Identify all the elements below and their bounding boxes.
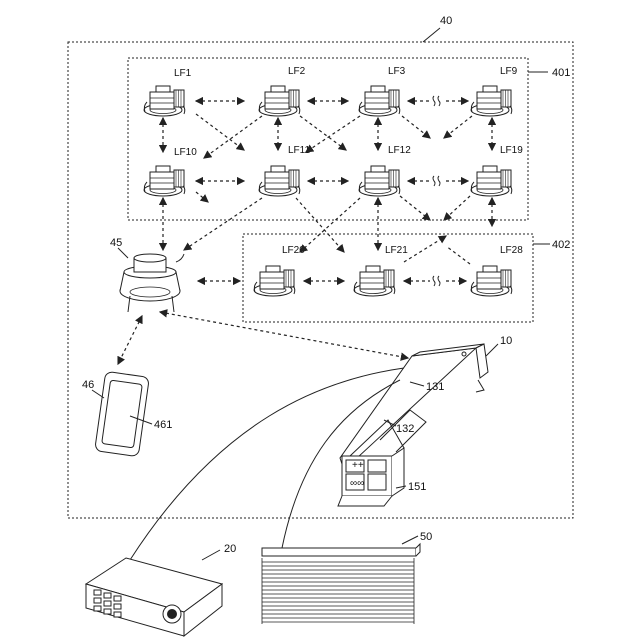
light-label: LF21 <box>385 245 408 256</box>
link-arrow <box>402 116 430 138</box>
light-fixture-lf28: LF28 <box>471 245 523 296</box>
light-label: LF19 <box>500 145 523 156</box>
light-label: LF1 <box>174 68 192 79</box>
projector-label: 20 <box>224 543 236 555</box>
light-fixture-lf11: LF11 <box>259 145 310 196</box>
terminal-connector: ∞∞ <box>350 478 364 489</box>
link-arrow <box>160 312 408 358</box>
light-label: LF2 <box>288 66 306 77</box>
system-label: 40 <box>440 15 452 27</box>
light-fixture-lf12: LF12 <box>359 145 411 196</box>
blind-label: 50 <box>420 531 432 543</box>
phone-screen-label: 461 <box>154 419 172 431</box>
link-arrow <box>196 114 244 150</box>
link-arrow <box>404 236 446 262</box>
link-arrow <box>306 116 360 152</box>
mobile-phone <box>95 371 150 456</box>
link-arrow <box>184 198 262 250</box>
light-fixture-lf2: LF2 <box>259 66 306 116</box>
group-401-boundary <box>128 58 528 220</box>
light-fixture-lf20: LF20 <box>254 245 305 296</box>
break-mark <box>433 176 440 186</box>
light-fixture-lf19: LF19 <box>471 145 523 196</box>
light-fixture-lf1: LF1 <box>144 68 192 116</box>
link-arrow <box>444 196 470 220</box>
light-fixture-lf9: LF9 <box>471 66 518 116</box>
link-arrow <box>118 316 142 364</box>
light-fixture-lf10: LF10 <box>144 147 197 196</box>
light-label: LF28 <box>500 245 523 256</box>
projector-device <box>86 558 222 636</box>
driver-part-131-label: 131 <box>426 381 444 393</box>
leader-line <box>486 344 498 356</box>
leader-line <box>423 28 440 42</box>
link-arrow <box>296 198 344 252</box>
terminal-plus: ++ <box>352 460 364 471</box>
light-label: LF9 <box>500 66 518 77</box>
link-arrow <box>400 196 430 220</box>
terminal-label: 151 <box>408 481 426 493</box>
break-mark <box>433 276 440 286</box>
light-label: LF3 <box>388 66 406 77</box>
link-arrow <box>446 246 470 264</box>
light-label: LF10 <box>174 147 197 158</box>
group-402-label: 402 <box>552 239 570 251</box>
leader-line <box>118 248 128 258</box>
gateway-label: 45 <box>110 237 122 249</box>
window-blind <box>262 544 420 624</box>
break-mark <box>433 96 440 106</box>
light-fixture-lf21: LF21 <box>354 245 408 296</box>
light-label: LF11 <box>288 145 310 156</box>
link-arrow <box>444 116 472 138</box>
group-401-label: 401 <box>552 67 570 79</box>
phone-label: 46 <box>82 379 94 391</box>
leader-line <box>202 550 220 560</box>
light-label: LF12 <box>388 145 411 156</box>
link-arrow <box>196 192 208 202</box>
link-arrow <box>300 198 360 252</box>
light-fixture-lf3: LF3 <box>359 66 406 116</box>
gateway-device <box>120 254 184 312</box>
driver-label: 10 <box>500 335 512 347</box>
link-arrow <box>204 116 262 158</box>
driver-part-132-label: 132 <box>396 423 414 435</box>
leader-line <box>402 536 418 544</box>
